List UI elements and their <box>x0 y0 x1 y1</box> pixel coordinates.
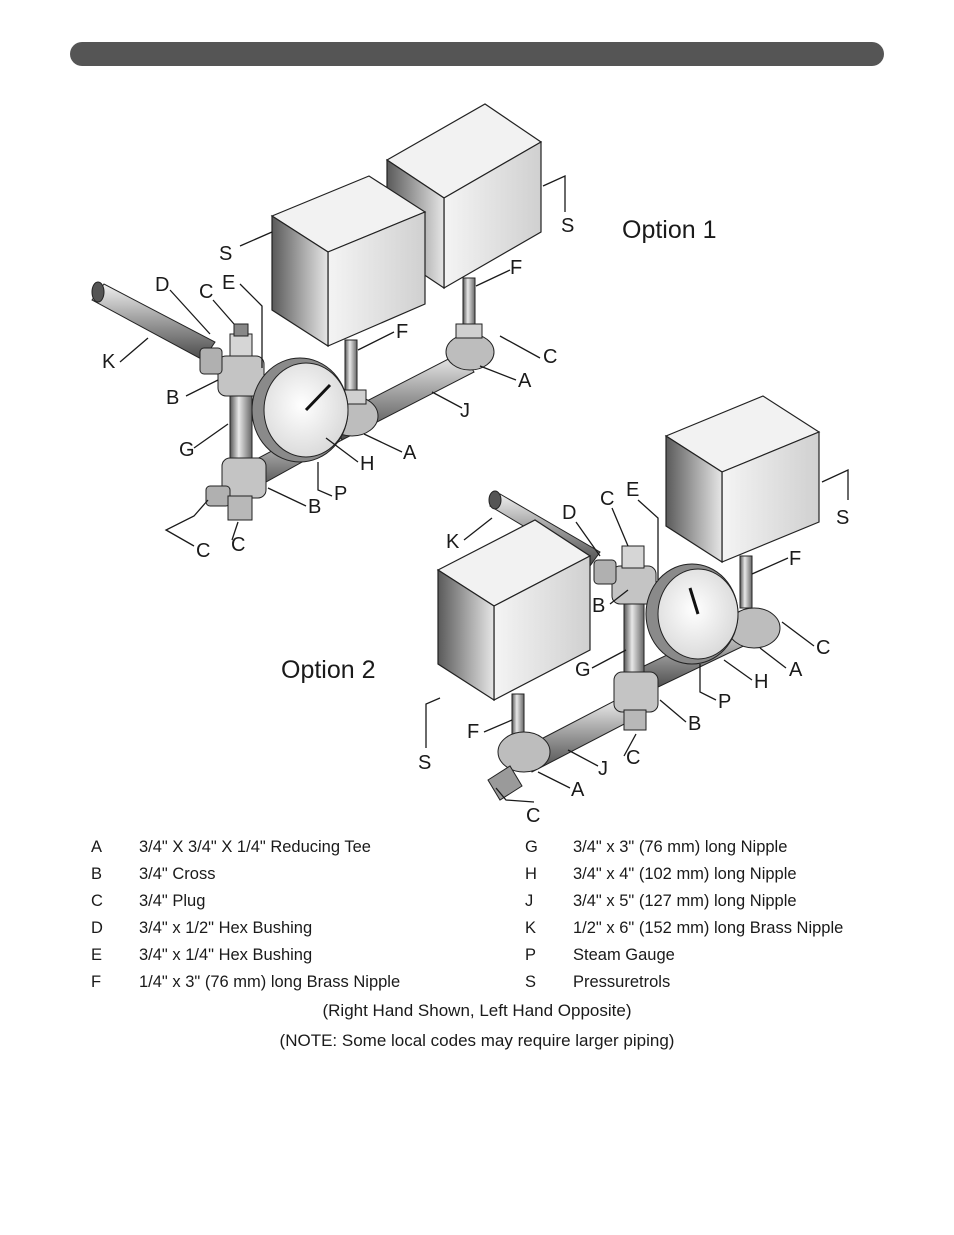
option2-cross-lower <box>613 671 659 713</box>
label-a: A <box>518 370 532 392</box>
label-c: C <box>196 540 210 562</box>
piping-diagram: Option 1 S S F D C E F K C A B J G A H P… <box>91 103 849 827</box>
label-p: P <box>718 691 731 713</box>
option1-pressuretrol-front <box>270 175 427 348</box>
label-h: H <box>754 671 768 693</box>
label-g: G <box>179 439 195 461</box>
option2-pressuretrol-left <box>436 519 592 702</box>
option2-steam-gauge <box>645 563 739 665</box>
option1-steam-gauge <box>251 357 349 463</box>
option2-leader-lines <box>425 468 849 803</box>
label-h: H <box>360 453 374 475</box>
label-c: C <box>816 637 830 659</box>
label-f: F <box>396 321 408 343</box>
label-f: F <box>510 257 522 279</box>
label-b: B <box>592 595 605 617</box>
label-b: B <box>166 387 179 409</box>
label-k: K <box>446 531 460 553</box>
label-b: B <box>688 713 701 735</box>
option1-leader-lines <box>119 174 566 547</box>
option1-cross-lower <box>205 457 267 521</box>
label-f: F <box>789 548 801 570</box>
label-s: S <box>561 215 574 237</box>
option1-nipple-f-front <box>344 339 358 399</box>
note-hand: (Right Hand Shown, Left Hand Opposite) <box>322 1001 632 1020</box>
label-c: C <box>543 346 557 368</box>
label-c: C <box>600 488 614 510</box>
label-a: A <box>571 779 585 801</box>
option1-nipple-f-rear <box>462 277 476 327</box>
label-e: E <box>626 479 639 501</box>
header-bar <box>70 42 884 66</box>
label-s: S <box>219 243 232 265</box>
label-d: D <box>155 274 169 296</box>
label-c: C <box>526 805 540 827</box>
option1-nipple-g <box>229 389 253 461</box>
option1-tee-rear <box>445 333 495 371</box>
label-f: F <box>467 721 479 743</box>
label-d: D <box>562 502 576 524</box>
option1-cross-upper <box>199 323 265 397</box>
option2-nipple-g <box>623 595 645 677</box>
label-g: G <box>575 659 591 681</box>
label-c: C <box>231 534 245 556</box>
label-j: J <box>460 400 470 422</box>
label-s: S <box>836 507 849 529</box>
option1-title: Option 1 <box>622 216 717 244</box>
label-j: J <box>598 758 608 780</box>
note-codes: (NOTE: Some local codes may require larg… <box>279 1031 675 1050</box>
option2-title: Option 2 <box>281 656 376 684</box>
label-b: B <box>308 496 321 518</box>
label-s: S <box>418 752 431 774</box>
label-a: A <box>403 442 417 464</box>
option2-nipple-f-right <box>739 555 753 609</box>
option2-pressuretrol-right <box>664 395 821 564</box>
label-e: E <box>222 272 235 294</box>
label-p: P <box>334 483 347 505</box>
label-c: C <box>199 281 213 303</box>
label-c: C <box>626 747 640 769</box>
option1-brass-nipple-k <box>91 283 216 361</box>
label-a: A <box>789 659 803 681</box>
label-k: K <box>102 351 116 373</box>
option2-tee-left <box>497 731 551 773</box>
